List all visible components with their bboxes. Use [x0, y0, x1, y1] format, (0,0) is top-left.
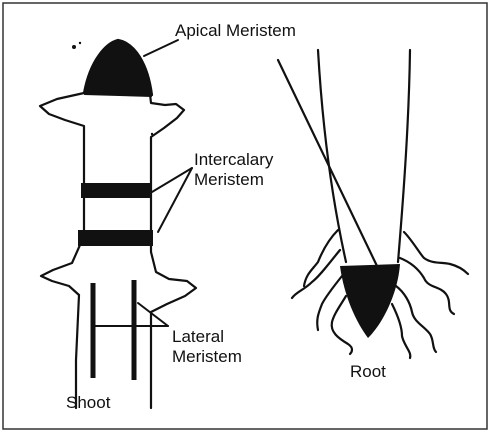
lateral-meristem-label-line1: Lateral [172, 327, 224, 346]
speck [72, 45, 76, 49]
root-tip-leader [278, 60, 377, 266]
apical-meristem-cap [84, 40, 152, 97]
intercalary-band-lower [78, 230, 153, 246]
root-meristem-tip [340, 264, 400, 338]
speck [151, 133, 153, 135]
apical-meristem-label: Apical Meristem [175, 21, 296, 40]
intercalary-meristem-label-line1: Intercalary [194, 150, 273, 169]
root-hair [392, 304, 410, 358]
apical-leader [144, 40, 178, 56]
root-hair [317, 276, 342, 330]
intercalary-meristem-label-line2: Meristem [194, 170, 264, 189]
shoot-label: Shoot [66, 393, 110, 412]
speck [79, 42, 81, 44]
root-right-wall [398, 50, 410, 262]
root-hair [400, 258, 454, 314]
root-hair [404, 232, 468, 274]
lateral-meristem-label-line2: Meristem [172, 347, 242, 366]
root-hair [396, 286, 436, 352]
root-left-wall [318, 50, 346, 262]
root-hair [332, 296, 352, 354]
intercalary-band-upper [81, 183, 152, 198]
root-hair [292, 250, 340, 298]
root-label: Root [350, 362, 386, 381]
